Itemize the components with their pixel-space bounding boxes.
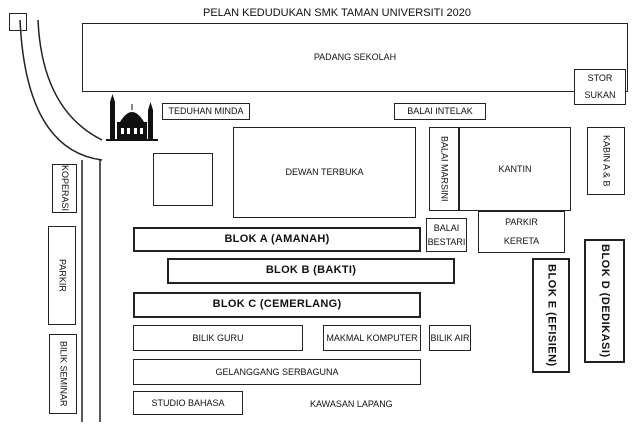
bilik-seminar: BILIK SEMINAR — [49, 334, 77, 414]
balai-bestari: BALAI BESTARI — [426, 218, 467, 252]
mosque-icon — [106, 94, 158, 141]
dewan-terbuka: DEWAN TERBUKA — [233, 127, 416, 218]
blok-d: BLOK D (DEDIKASI) — [584, 239, 625, 363]
balai-intelak: BALAI INTELAK — [394, 103, 486, 120]
padang-sekolah: PADANG SEKOLAH — [82, 23, 628, 92]
parkir-kereta: PARKIR KERETA — [478, 211, 565, 253]
blok-a: BLOK A (AMANAH) — [133, 227, 421, 252]
blok-c: BLOK C (CEMERLANG) — [133, 292, 421, 318]
blok-e: BLOK E (EFISIEN) — [532, 258, 570, 373]
empty-plot — [153, 153, 213, 206]
bilik-air: BILIK AIR — [429, 325, 471, 351]
kawasan-lapang: KAWASAN LAPANG — [310, 399, 393, 409]
gelanggang-serbaguna: GELANGGANG SERBAGUNA — [133, 359, 421, 385]
makmal-komputer: MAKMAL KOMPUTER — [323, 325, 421, 351]
blok-b: BLOK B (BAKTI) — [167, 258, 455, 284]
map-title: PELAN KEDUDUKAN SMK TAMAN UNIVERSITI 202… — [203, 7, 471, 19]
koperasi: KOPERASI — [52, 164, 77, 213]
studio-bahasa: STUDIO BAHASA — [133, 391, 243, 415]
kabin-a-b: KABIN A & B — [587, 127, 625, 195]
kantin: KANTIN — [459, 127, 571, 211]
stor-sukan: STOR SUKAN — [574, 69, 626, 105]
bilik-guru: BILIK GURU — [133, 325, 303, 351]
teduhan-minda: TEDUHAN MINDA — [162, 103, 250, 120]
parkir-left: PARKIR — [48, 226, 76, 325]
corner-square — [9, 13, 27, 31]
balai-marsini: BALAI MARSINI — [429, 127, 459, 211]
